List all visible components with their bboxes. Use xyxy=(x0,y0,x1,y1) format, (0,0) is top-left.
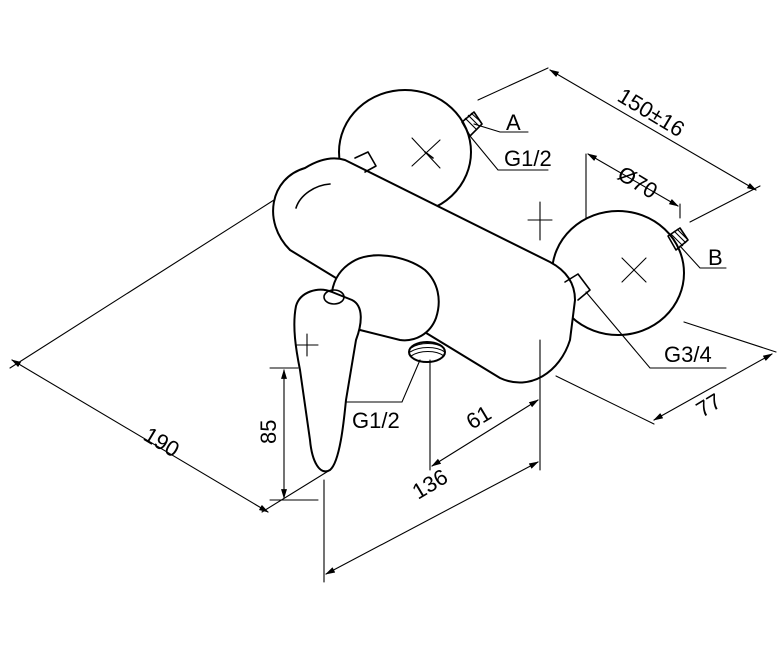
inlet-label-b: B xyxy=(708,245,723,270)
front-threaded-inlet xyxy=(667,227,689,251)
dim-136: 136 xyxy=(408,464,452,504)
inlet-label-a: A xyxy=(506,110,521,135)
dim-150-16: 150±16 xyxy=(613,83,689,142)
centre-mark-body xyxy=(527,201,553,241)
dim-dia-70: Ø70 xyxy=(613,161,662,204)
centre-mark-front xyxy=(621,257,647,283)
dim-85: 85 xyxy=(256,420,281,444)
thread-label-bottom: G1/2 xyxy=(352,408,400,433)
dim-77: 77 xyxy=(692,388,726,422)
thread-label-top: G1/2 xyxy=(504,146,552,171)
dimension-lines xyxy=(9,67,777,583)
lever-handle xyxy=(293,254,440,473)
rear-threaded-inlet xyxy=(461,111,483,137)
thread-label-outlet: G3/4 xyxy=(664,342,712,367)
centre-mark-rear xyxy=(411,137,441,169)
dim-190: 190 xyxy=(139,422,183,462)
bottom-outlet-thread xyxy=(408,341,446,363)
